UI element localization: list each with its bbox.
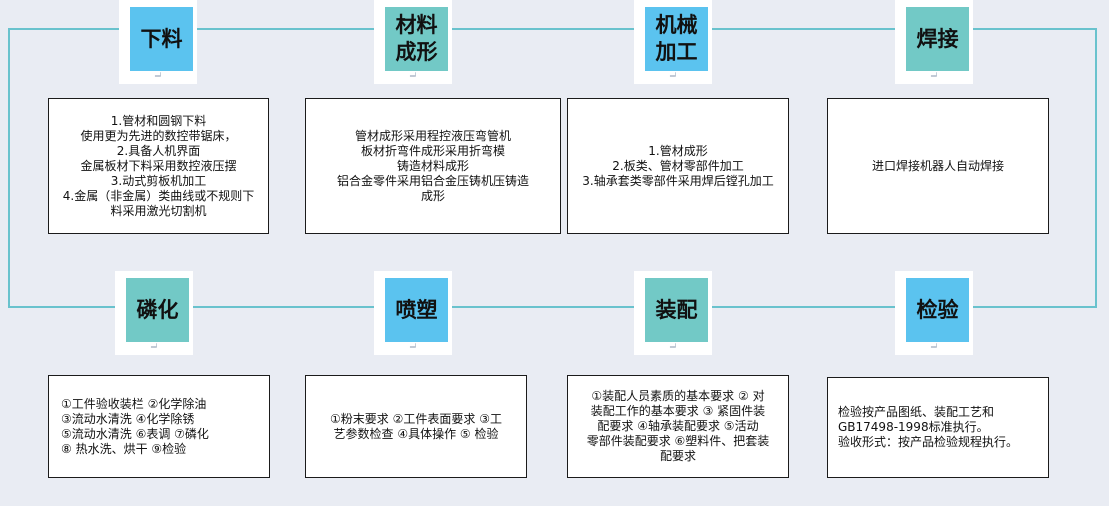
detail-line: 检验按产品图纸、装配工艺和: [838, 405, 995, 419]
stage-tile-chengxing: 材料 成形 ═╛: [374, 0, 452, 84]
stage-title: 检验: [906, 278, 969, 342]
detail-line: ①工件验收装栏 ②化学除油: [61, 396, 207, 411]
stage-tile-jiagong: 机械 加工 ═╛: [634, 0, 712, 84]
detail-line: 铝合金零件采用铝合金压铸机压铸造: [336, 173, 529, 188]
detail-line: 3.动式剪板机加工: [110, 173, 207, 188]
stage-title-line: 机械: [655, 13, 698, 37]
stage-tile-pensu: 喷塑 ═╛: [374, 271, 452, 355]
stage-tile-xialiao: 下料 ═╛: [119, 0, 197, 84]
stage-detail-xialiao: 1.管材和圆钢下料 使用更为先进的数控带锯床， 2.具备人机界面 金属板材下料采…: [48, 98, 269, 234]
detail-line: 2.板类、管材零部件加工: [612, 158, 744, 173]
detail-line: 金属板材下料采用数控液压摆: [80, 158, 237, 173]
stage-marker-glyph: ═╛: [410, 344, 418, 351]
stage-title: 材料 成形: [385, 7, 448, 71]
stage-title-line: 喷塑: [395, 297, 438, 322]
stage-tile-jianyan: 检验 ═╛: [895, 271, 973, 355]
detail-line: 使用更为先进的数控带锯床，: [80, 128, 237, 143]
stage-title-line: 下料: [140, 26, 183, 51]
stage-tile-linhua: 磷化 ═╛: [115, 271, 193, 355]
stage-title: 焊接: [906, 7, 969, 71]
stage-title: 下料: [130, 7, 193, 71]
detail-line: GB17498-1998标准执行。: [838, 420, 989, 434]
detail-line: 成形: [420, 188, 445, 203]
detail-line: 进口焊接机器人自动焊接: [871, 158, 1004, 173]
stage-title: 机械 加工: [645, 7, 708, 71]
stage-detail-jiagong: 1.管材成形 2.板类、管材零部件加工 3.轴承套类零部件采用焊后镗孔加工: [567, 98, 789, 234]
detail-line: 配要求 ④轴承装配要求 ⑤活动: [597, 419, 759, 433]
stage-title-line: 加工: [655, 40, 698, 64]
stage-detail-pensu: ①粉末要求 ②工件表面要求 ③工 艺参数检查 ④具体操作 ⑤ 检验: [305, 375, 527, 478]
stage-tile-zhuangpei: 装配 ═╛: [634, 271, 712, 355]
stage-detail-hanjie: 进口焊接机器人自动焊接: [827, 98, 1049, 234]
stage-title-line: 磷化: [136, 297, 179, 322]
detail-line: 配要求: [659, 449, 696, 463]
stage-title-line: 焊接: [916, 26, 959, 51]
stage-marker-glyph: ═╛: [931, 344, 939, 351]
detail-line: 艺参数检查 ④具体操作 ⑤ 检验: [333, 426, 499, 441]
stage-marker-glyph: ═╛: [670, 344, 678, 351]
detail-line: 2.具备人机界面: [116, 143, 201, 158]
stage-title: 装配: [645, 278, 708, 342]
stage-detail-linhua: ①工件验收装栏 ②化学除油 ③流动水清洗 ④化学除锈 ⑤流动水清洗 ⑥表调 ⑦磷…: [48, 375, 270, 478]
stage-title: 喷塑: [385, 278, 448, 342]
loop-line: [8, 28, 1097, 308]
detail-line: ⑧ 热水洗、烘干 ⑨检验: [61, 441, 187, 456]
detail-line: 3.轴承套类零部件采用焊后镗孔加工: [582, 173, 774, 188]
detail-line: 料采用激光切割机: [110, 203, 207, 218]
stage-title-line: 装配: [655, 297, 698, 322]
detail-line: 验收形式：按产品检验规程执行。: [838, 435, 1019, 449]
stage-title-line: 成形: [395, 40, 438, 64]
stage-marker-glyph: ═╛: [155, 73, 163, 80]
detail-line: 1.管材成形: [648, 143, 708, 158]
stage-detail-zhuangpei: ①装配人员素质的基本要求 ② 对 装配工作的基本要求 ③ 紧固件装 配要求 ④轴…: [567, 375, 789, 478]
detail-line: ⑤流动水清洗 ⑥表调 ⑦磷化: [61, 426, 209, 441]
detail-line: 管材成形采用程控液压弯管机: [354, 128, 511, 143]
stage-marker-glyph: ═╛: [931, 73, 939, 80]
detail-line: ①装配人员素质的基本要求 ② 对: [591, 389, 765, 403]
detail-line: ①粉末要求 ②工件表面要求 ③工: [330, 411, 502, 426]
stage-tile-hanjie: 焊接 ═╛: [895, 0, 973, 84]
detail-line: 零部件装配要求 ⑥塑料件、把套装: [586, 434, 770, 448]
stage-marker-glyph: ═╛: [670, 73, 678, 80]
stage-detail-jianyan: 检验按产品图纸、装配工艺和 GB17498-1998标准执行。 验收形式：按产品…: [827, 377, 1049, 478]
stage-title-line: 检验: [916, 297, 959, 322]
stage-title-line: 材料: [395, 13, 438, 37]
stage-marker-glyph: ═╛: [410, 73, 418, 80]
stage-title: 磷化: [126, 278, 189, 342]
detail-line: 铸造材料成形: [396, 158, 469, 173]
detail-line: 4.金属（非金属）类曲线或不规则下: [62, 188, 255, 203]
stage-detail-chengxing: 管材成形采用程控液压弯管机 板材折弯件成形采用折弯模 铸造材料成形 铝合金零件采…: [305, 98, 561, 234]
detail-line: 板材折弯件成形采用折弯模: [360, 143, 505, 158]
detail-line: ③流动水清洗 ④化学除锈: [61, 411, 195, 426]
detail-line: 装配工作的基本要求 ③ 紧固件装: [590, 404, 766, 418]
stage-marker-glyph: ═╛: [151, 344, 159, 351]
detail-line: 1.管材和圆钢下料: [110, 113, 207, 128]
